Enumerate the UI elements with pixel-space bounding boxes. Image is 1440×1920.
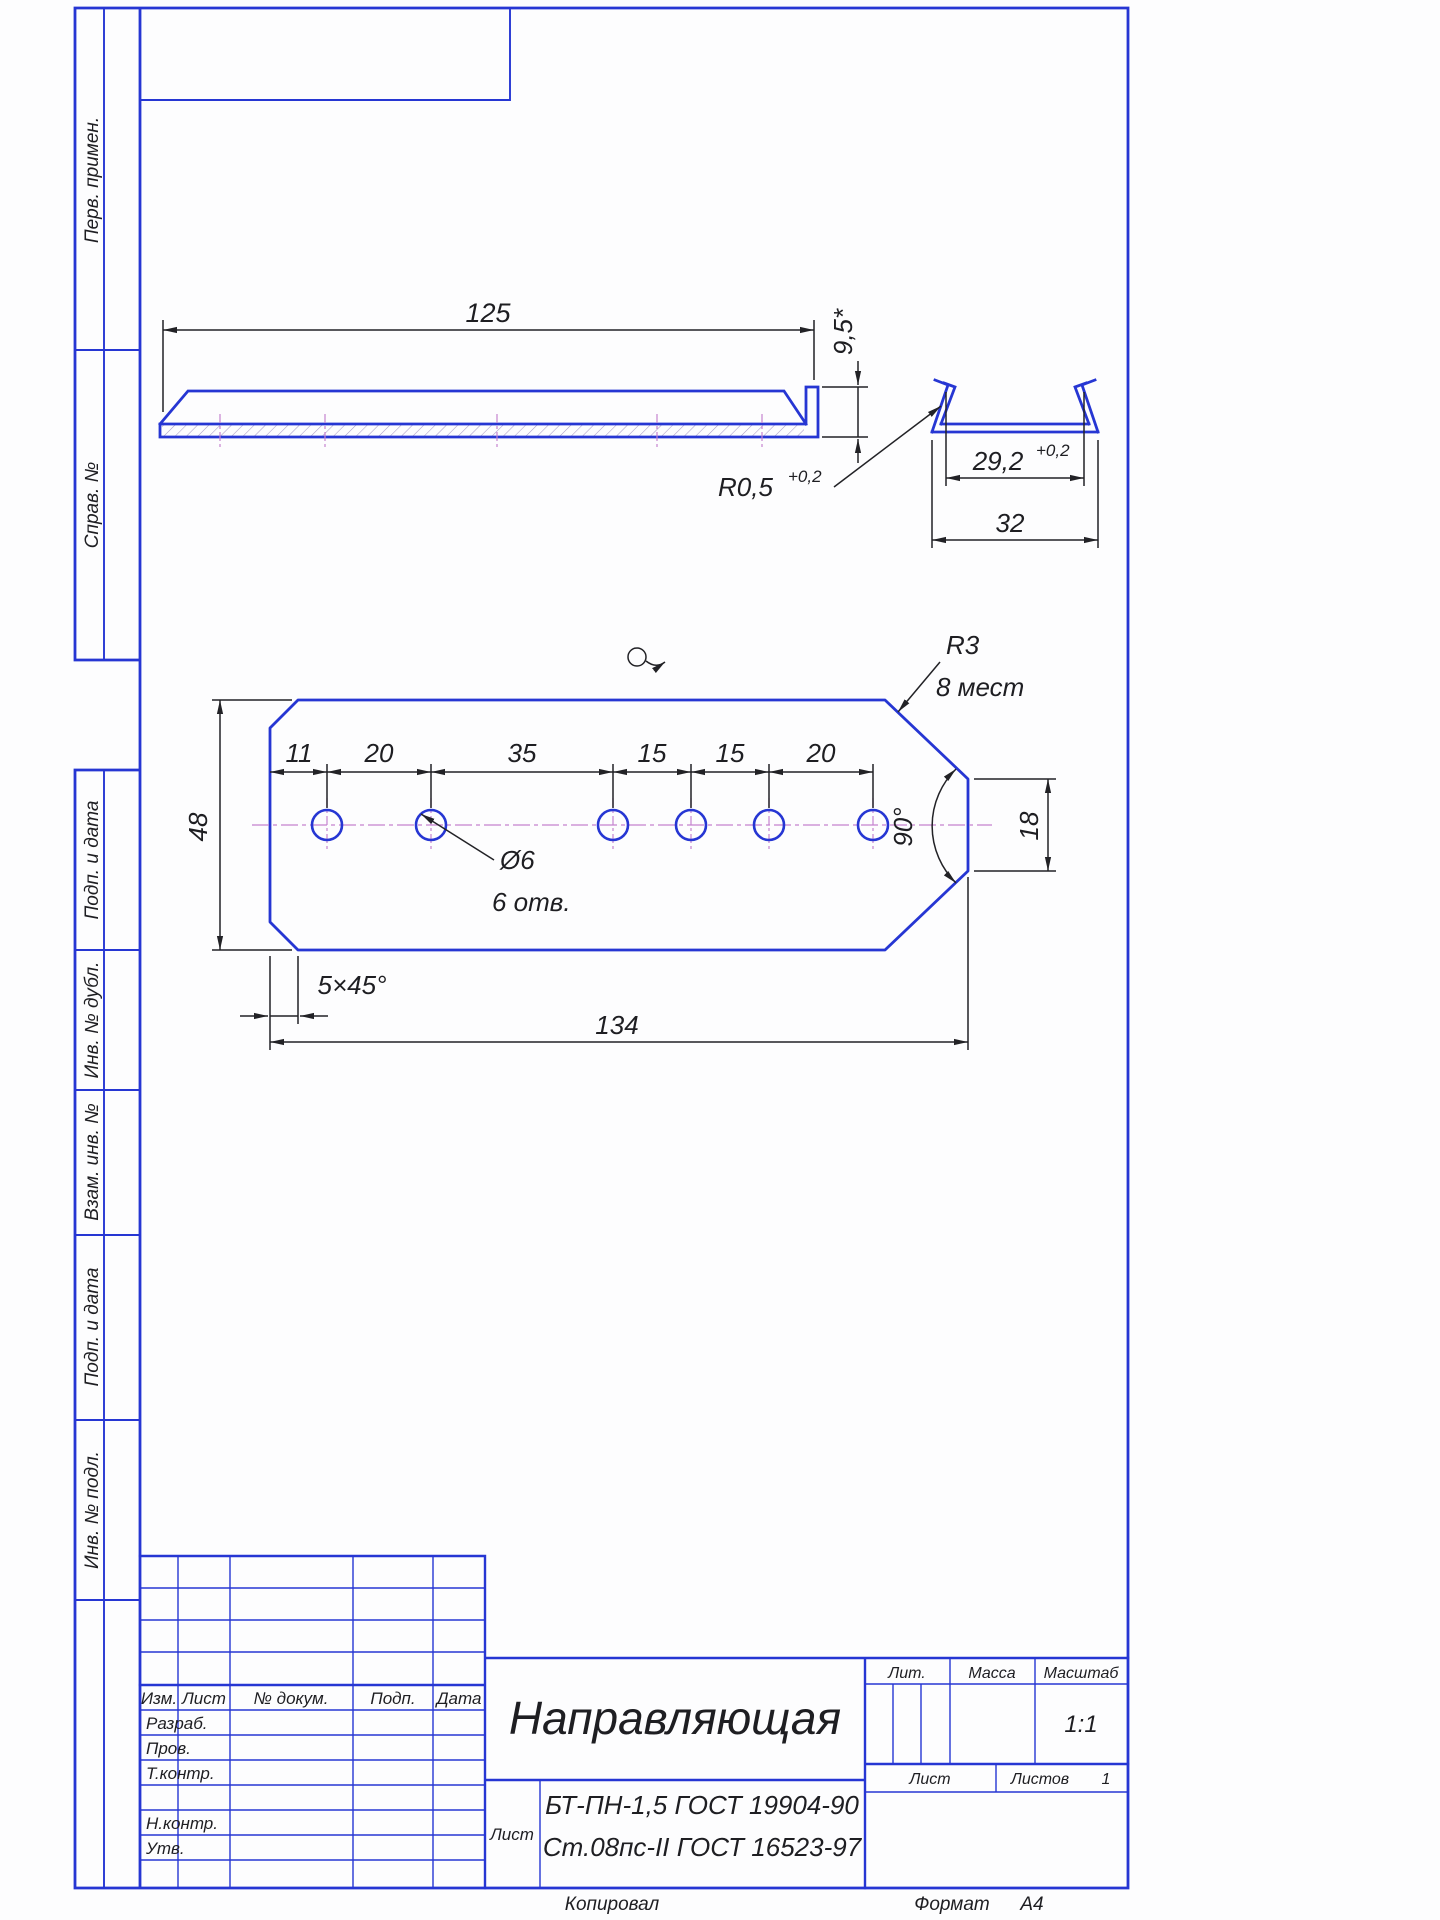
dim-125-text: 125 bbox=[465, 298, 511, 328]
hole-4 bbox=[674, 808, 708, 842]
leader-hole-diameter: Ø6 6 отв. bbox=[420, 813, 571, 917]
row-prov: Пров. bbox=[146, 1739, 191, 1758]
leader-corner-radius: R3 8 мест bbox=[897, 630, 1024, 713]
masshtab-label: Масштаб bbox=[1044, 1665, 1120, 1682]
sheet-cell-label: Лист bbox=[489, 1825, 534, 1844]
row-utv: Утв. bbox=[145, 1839, 185, 1858]
dim-r05-text: R0,5 bbox=[718, 472, 773, 502]
section-hatch bbox=[162, 425, 804, 436]
copied-label: Копировал bbox=[565, 1894, 660, 1915]
row-tkontr: Т.контр. bbox=[146, 1764, 215, 1783]
dim-blank-width-48: 48 bbox=[183, 699, 292, 951]
dim-length-125: 125 bbox=[162, 298, 815, 412]
margin-label-inv-podl: Инв. № подл. bbox=[82, 1451, 103, 1569]
sheets-label: Листов bbox=[1010, 1771, 1069, 1788]
unfold-symbol bbox=[627, 647, 666, 674]
unfold-symbol-circle bbox=[627, 647, 647, 667]
dim-hole-pitch-chain: 11 20 35 15 15 20 bbox=[270, 738, 874, 808]
margin-label-sprav-no: Справ. № bbox=[82, 462, 103, 548]
dim-r3-text: R3 bbox=[946, 630, 980, 660]
dim-32-text: 32 bbox=[996, 508, 1025, 538]
hole-1 bbox=[310, 808, 344, 842]
col-dokum: № докум. bbox=[254, 1689, 329, 1708]
hole-3 bbox=[596, 808, 630, 842]
format-label: Формат bbox=[914, 1894, 989, 1915]
dim-hole-count-text: 6 отв. bbox=[492, 887, 571, 917]
dim-134-text: 134 bbox=[595, 1010, 638, 1040]
section-view bbox=[930, 378, 1100, 434]
dim-outer-width: 32 bbox=[931, 440, 1099, 548]
dim-90deg-text: 90° bbox=[888, 807, 918, 846]
dim-chamfer: 5×45° bbox=[240, 956, 386, 1050]
row-nkontr: Н.контр. bbox=[146, 1814, 218, 1833]
dim-9-5-text: 9,5* bbox=[828, 308, 858, 355]
material-line-1: БТ-ПН-1,5 ГОСТ 19904-90 bbox=[545, 1790, 859, 1820]
dim-15-right-text: 15 bbox=[716, 738, 745, 768]
material-line-2: Ст.08пс-II ГОСТ 16523-97 bbox=[543, 1832, 863, 1862]
dim-11-text: 11 bbox=[286, 738, 313, 768]
sheets-value: 1 bbox=[1102, 1771, 1111, 1788]
scale-value: 1:1 bbox=[1064, 1711, 1097, 1738]
col-podp: Подп. bbox=[370, 1689, 415, 1708]
col-list: Лист bbox=[181, 1689, 226, 1708]
col-izm: Изм. bbox=[141, 1689, 177, 1708]
dim-18-text: 18 bbox=[1014, 811, 1044, 840]
sheet-label: Лист bbox=[908, 1771, 950, 1788]
plan-view bbox=[252, 698, 992, 952]
dim-35-text: 35 bbox=[508, 738, 537, 768]
dim-20-left-text: 20 bbox=[364, 738, 394, 768]
dim-flange-height: 9,5* bbox=[822, 308, 868, 463]
title-block: Изм. Лист № докум. Подп. Дата Разраб. Пр… bbox=[138, 1554, 1130, 1890]
dim-r05-tolerance: +0,2 bbox=[788, 467, 822, 486]
dim-hole-diameter-text: Ø6 bbox=[499, 845, 535, 875]
dim-blank-length-134: 134 bbox=[270, 877, 969, 1050]
dim-tip-height-18: 18 bbox=[974, 778, 1056, 872]
dim-chamfer-text: 5×45° bbox=[318, 970, 387, 1000]
margin-label-inv-dubl: Инв. № дубл. bbox=[82, 962, 103, 1079]
dim-15-left-text: 15 bbox=[638, 738, 667, 768]
dim-inner-width: 29,2 +0,2 bbox=[945, 392, 1085, 486]
leader-bend-radius: R0,5 +0,2 bbox=[718, 405, 942, 502]
side-view bbox=[158, 385, 820, 447]
margin-column: Перв. примен. Справ. № Подп. и дата Инв.… bbox=[82, 117, 103, 1569]
hole-5 bbox=[752, 808, 786, 842]
dim-29-2-text: 29,2 bbox=[972, 446, 1024, 476]
sheet-frame bbox=[73, 6, 1130, 1890]
dim-29-2-tolerance: +0,2 bbox=[1036, 441, 1070, 460]
part-name: Направляющая bbox=[509, 1692, 841, 1744]
hole-2 bbox=[414, 808, 448, 842]
dim-tip-angle: 90° bbox=[888, 768, 957, 884]
footer-labels: Копировал Формат А4 bbox=[565, 1894, 1044, 1915]
margin-label-vzam-inv: Взам. инв. № bbox=[82, 1103, 103, 1221]
hole-centerlines bbox=[326, 798, 874, 852]
margin-label-perv-primen: Перв. примен. bbox=[82, 117, 103, 243]
massa-label: Масса bbox=[968, 1665, 1015, 1682]
margin-label-podp-data-bottom: Подп. и дата bbox=[82, 1268, 103, 1387]
row-razrab: Разраб. bbox=[146, 1714, 208, 1733]
dim-20-right-text: 20 bbox=[806, 738, 836, 768]
format-value: А4 bbox=[1019, 1894, 1043, 1915]
dim-48-text: 48 bbox=[183, 812, 213, 841]
hole-6 bbox=[856, 808, 890, 842]
margin-label-podp-data-top: Подп. и дата bbox=[82, 801, 103, 920]
lit-label: Лит. bbox=[887, 1665, 925, 1682]
col-data: Дата bbox=[435, 1689, 482, 1708]
dim-r3-places-text: 8 мест bbox=[936, 672, 1024, 702]
